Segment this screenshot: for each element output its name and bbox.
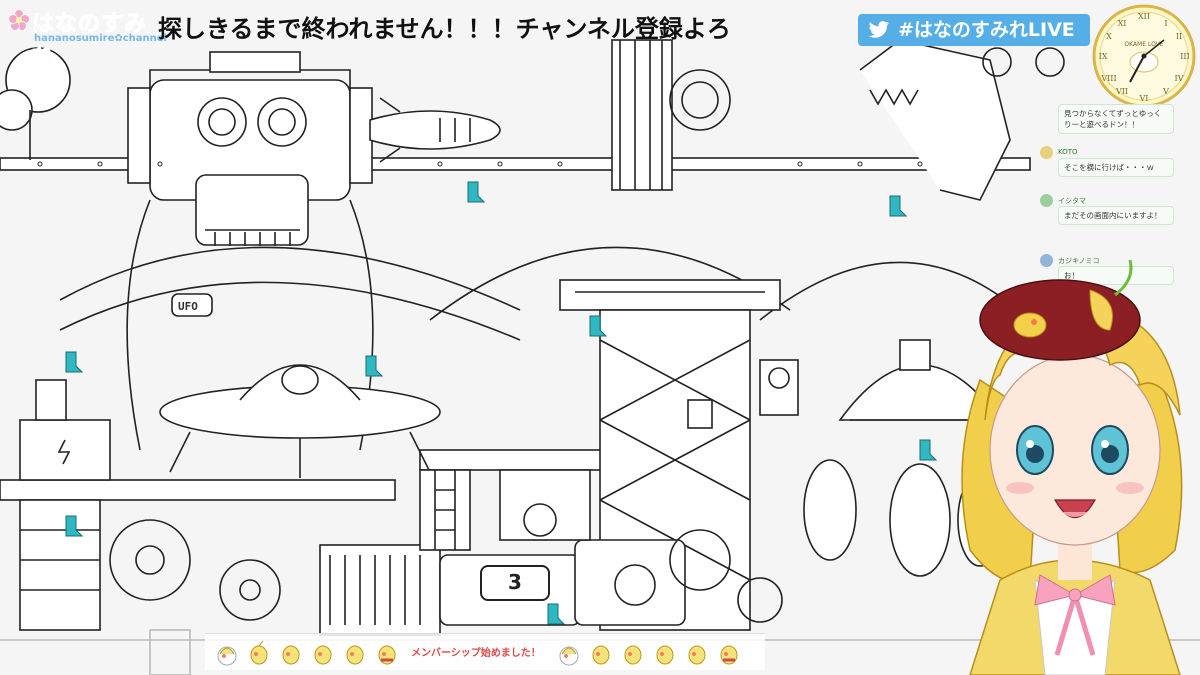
membership-ribbon: メンバーシップ始めました！ [205, 633, 765, 670]
svg-text:I: I [1164, 19, 1167, 28]
found-counter: 3 [480, 565, 550, 601]
svg-text:II: II [1176, 32, 1182, 41]
cockatiel-icon [346, 645, 364, 665]
flower-icon [8, 9, 30, 31]
scrolling-ticker: 探しきるまで終われません！！！チャンネル登録よろ [158, 15, 731, 43]
cockatiel-icon [217, 646, 237, 666]
live-chat-panel[interactable]: 見つからなくてずっとゆっくりーと遊べるドン！！ KOTO そこを横に行けば・・・… [1030, 104, 1176, 294]
membership-label: メンバーシップ始めました！ [411, 648, 541, 659]
chat-author: カジキノミコ [1058, 257, 1100, 265]
chat-message-text: 見つからなくてずっとゆっくりーと遊べるドン！！ [1058, 104, 1174, 134]
svg-text:XII: XII [1138, 12, 1150, 21]
chat-author: KOTO [1058, 148, 1078, 156]
svg-text:V: V [1162, 87, 1169, 96]
cockatiel-icon [250, 640, 268, 665]
logo-subtitle: hananosumire✿channel [34, 33, 167, 44]
vtuber-avatar [961, 259, 1183, 675]
cockatiel-icon [282, 645, 300, 665]
logo-title: はなのすみれ [32, 12, 148, 70]
cockatiel-icon [656, 645, 674, 665]
chat-message-text: そこを横に行けば・・・ｗ [1058, 158, 1174, 177]
svg-text:III: III [1180, 52, 1189, 61]
ufo-sign-text: UFO [178, 300, 198, 313]
hashtag-text: #はなのすみれLIVE [898, 19, 1075, 41]
twitter-hashtag-banner: #はなのすみれLIVE [858, 14, 1090, 46]
channel-logo: はなのすみれ hananosumire✿channel [8, 6, 167, 70]
svg-text:IX: IX [1099, 52, 1108, 61]
cockatiel-icon [688, 645, 706, 665]
chat-message-text: まだその画面内にいますよ！ [1058, 206, 1174, 225]
cockatiel-icon [378, 645, 396, 665]
cockatiel-icon [559, 646, 579, 666]
svg-text:VIII: VIII [1100, 74, 1116, 83]
svg-text:VI: VI [1139, 94, 1149, 103]
svg-text:VII: VII [1115, 87, 1128, 96]
chat-avatar [1040, 254, 1053, 267]
cockatiel-icon [624, 645, 642, 665]
svg-text:IV: IV [1175, 74, 1184, 83]
chat-avatar [1040, 146, 1053, 159]
clock-brand: OKAME LOVE [1124, 41, 1163, 48]
chat-author: イシタマ [1058, 197, 1086, 205]
cockatiel-icon [314, 645, 332, 665]
svg-text:XI: XI [1118, 19, 1127, 28]
chat-message-text: お！ [1058, 266, 1174, 285]
cockatiel-icon [720, 645, 738, 665]
svg-text:X: X [1106, 32, 1112, 41]
chat-avatar [1040, 194, 1053, 207]
twitter-bird-icon [868, 21, 890, 38]
cockatiel-icon [592, 645, 610, 665]
